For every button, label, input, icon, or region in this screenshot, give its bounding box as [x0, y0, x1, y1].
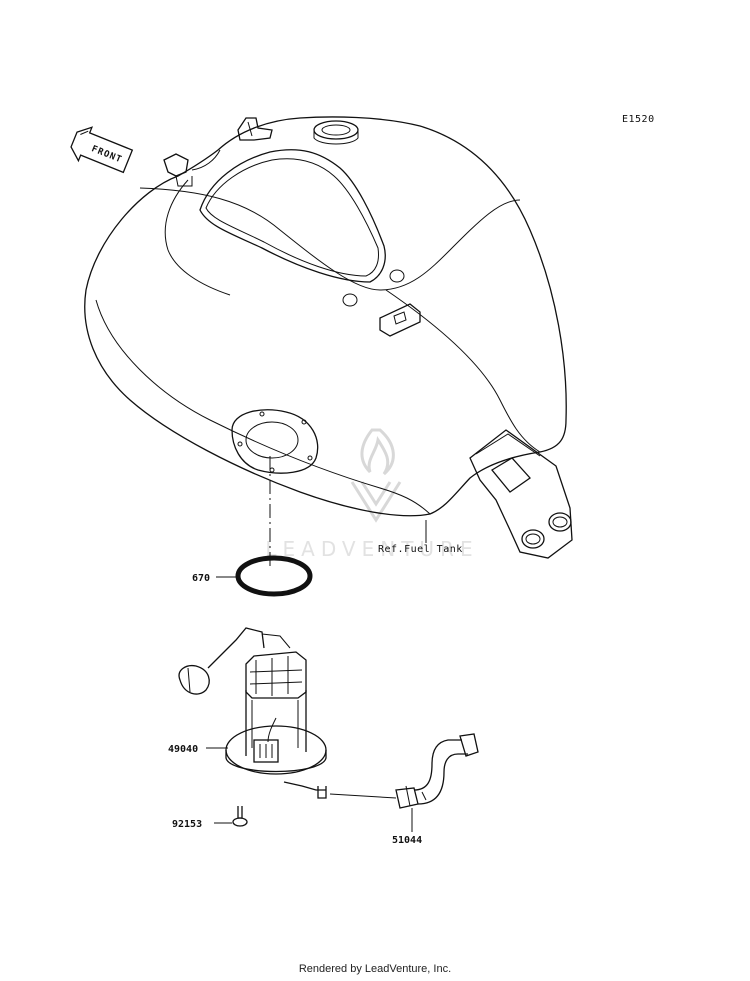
diagram-code: E1520: [622, 114, 655, 125]
callout-92153: 92153: [172, 819, 202, 830]
watermark-logo: [350, 428, 402, 523]
fuel-pump-49040: [178, 627, 327, 799]
watermark-text: LEADVENTURE: [265, 537, 478, 561]
hose-51044: [329, 733, 479, 809]
footer-credit: Rendered by LeadVenture, Inc.: [298, 963, 452, 975]
callout-51044: 51044: [392, 835, 422, 846]
callout-49040: 49040: [168, 744, 198, 755]
o-ring-670: [235, 555, 313, 597]
front-arrow: FRONT: [70, 126, 134, 174]
fuel-tank-illustration: [84, 116, 573, 559]
bolt-92153: [232, 806, 248, 827]
front-arrow-text: FRONT: [90, 144, 124, 165]
callout-670: 670: [192, 573, 210, 584]
ref-fuel-tank-label: Ref.Fuel Tank: [378, 544, 463, 555]
